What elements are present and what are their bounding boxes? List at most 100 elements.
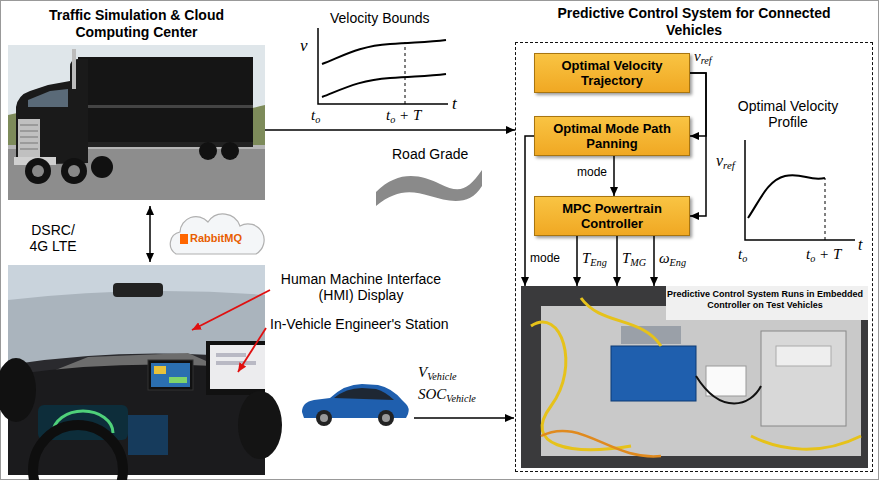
vehicle-data-arrow (414, 417, 514, 419)
signal-label: TEng (582, 250, 607, 267)
rabbitmq-cloud-part (180, 234, 188, 244)
vehicle-icon-part (382, 414, 390, 422)
connector-arrow (613, 156, 615, 196)
velocity-bounds-chart-part (405, 42, 406, 104)
vehicle-icon (302, 384, 409, 426)
road-grade-shape (376, 170, 482, 206)
truck-photo-part (61, 158, 87, 184)
vehicle-interior-photo-part (148, 360, 193, 390)
vehicle-interior-photo-part (128, 415, 168, 455)
velocity-profile-chart-part (745, 140, 855, 240)
signal-label: mode (530, 252, 560, 266)
text-label: to + T (806, 246, 841, 263)
embedded-controller-photo-part (521, 286, 868, 468)
text-label: DSRC/ 4G LTE (22, 222, 84, 254)
text-label: In-Vehicle Engineer's Station (270, 316, 449, 332)
text-label: t (452, 94, 457, 114)
vehicle-interior-photo-part (216, 361, 256, 365)
vehicle-icon-part (378, 410, 394, 426)
truck-photo-part (25, 158, 51, 184)
leader-arrow (238, 328, 266, 372)
velocity-bounds-chart-part (322, 40, 446, 64)
truck-photo-part (78, 57, 253, 142)
text-label: Optimal Velocity Profile (718, 98, 858, 130)
vehicle-icon-part (316, 410, 332, 426)
box-heading: Traffic Simulation & Cloud Computing Cen… (8, 7, 265, 41)
signal-label: mode (577, 166, 607, 180)
subscript: o (742, 253, 747, 264)
truck-photo (8, 45, 265, 200)
truck-photo-part (72, 49, 76, 89)
process-box: MPC Powertrain Controller (534, 196, 690, 236)
text-label: Velocity Bounds (330, 10, 430, 26)
velocity-bounds-chart-part (318, 28, 448, 104)
velocity-profile-chart (745, 140, 855, 240)
text-label: Human Machine Interface (HMI) Display (275, 271, 447, 303)
embedded-controller-photo-part (751, 436, 861, 449)
vehicle-interior-photo-part (33, 425, 123, 480)
embedded-controller-photo-part (696, 376, 761, 404)
embedded-controller-photo-part (611, 346, 696, 401)
embedded-controller-photo-part (541, 431, 661, 457)
text-label: VVehicle (418, 364, 457, 381)
truck-photo-part (18, 119, 40, 157)
truck-photo-part (20, 125, 38, 149)
text-label: v (300, 36, 308, 56)
embedded-controller-photo-part (761, 331, 846, 426)
velocity-bounds-chart-part (322, 74, 446, 97)
velocity-profile-chart-part (748, 175, 825, 218)
vehicle-interior-photo-part (113, 283, 163, 297)
text-label: to (738, 246, 747, 263)
vehicle-interior-photo-part (0, 358, 36, 422)
rabbitmq-cloud-part (170, 214, 264, 254)
box-label: Optimal Velocity Trajectory (541, 58, 683, 88)
text-label: vref (716, 152, 735, 170)
truck-photo-part (91, 156, 113, 178)
connector-arrow (690, 73, 706, 216)
text-label: vref (694, 48, 712, 65)
text-label: RabbitMQ (190, 232, 242, 245)
vehicle-interior-photo-part (169, 377, 187, 383)
embedded-controller-photo-part (581, 298, 661, 346)
subscript: ref (723, 159, 735, 171)
subscript: o (390, 114, 395, 125)
text-label: t (858, 236, 862, 254)
embedded-controller-photo (521, 286, 868, 468)
subscript: ref (701, 55, 712, 66)
box-heading: Predictive Control System for Connected … (516, 5, 872, 39)
leader-arrow (192, 290, 270, 330)
box-label: Optimal Mode Path Panning (541, 121, 683, 151)
dsrc-link-arrow (149, 206, 151, 262)
vehicle-interior-photo-part (206, 341, 265, 395)
process-box: Optimal Mode Path Panning (534, 116, 690, 156)
connector-arrow (576, 236, 578, 286)
text-label: SOCVehicle (418, 386, 476, 403)
box-label: MPC Powertrain Controller (541, 201, 683, 231)
embedded-controller-photo-part (666, 286, 868, 320)
subscript: o (810, 253, 815, 264)
vehicle-interior-photo-part (238, 391, 282, 459)
subscript: Vehicle (427, 371, 456, 382)
vehicle-interior-photo-part (154, 366, 166, 374)
process-box: Optimal Velocity Trajectory (534, 53, 690, 93)
truck-photo-part (199, 142, 217, 160)
text-label: Road Grade (392, 146, 468, 162)
vehicle-interior-photo (0, 265, 282, 480)
embedded-controller-photo-part (706, 366, 746, 396)
velocity-profile-chart-part (825, 178, 826, 240)
vehicle-icon-part (320, 414, 328, 422)
connector-arrow (653, 236, 655, 286)
text-label: to (311, 107, 320, 124)
signal-label: TMG (622, 250, 646, 267)
box-label: Predictive Control System Runs in Embedd… (666, 289, 864, 311)
vehicle-icon-part (334, 388, 394, 400)
embedded-controller-photo-part (541, 306, 861, 456)
signal-label: ωEng (659, 250, 686, 267)
connector-arrow (616, 236, 618, 286)
truck-photo-part (78, 105, 253, 108)
cloud-center-panel: Traffic Simulation & Cloud Computing Cen… (8, 45, 265, 200)
